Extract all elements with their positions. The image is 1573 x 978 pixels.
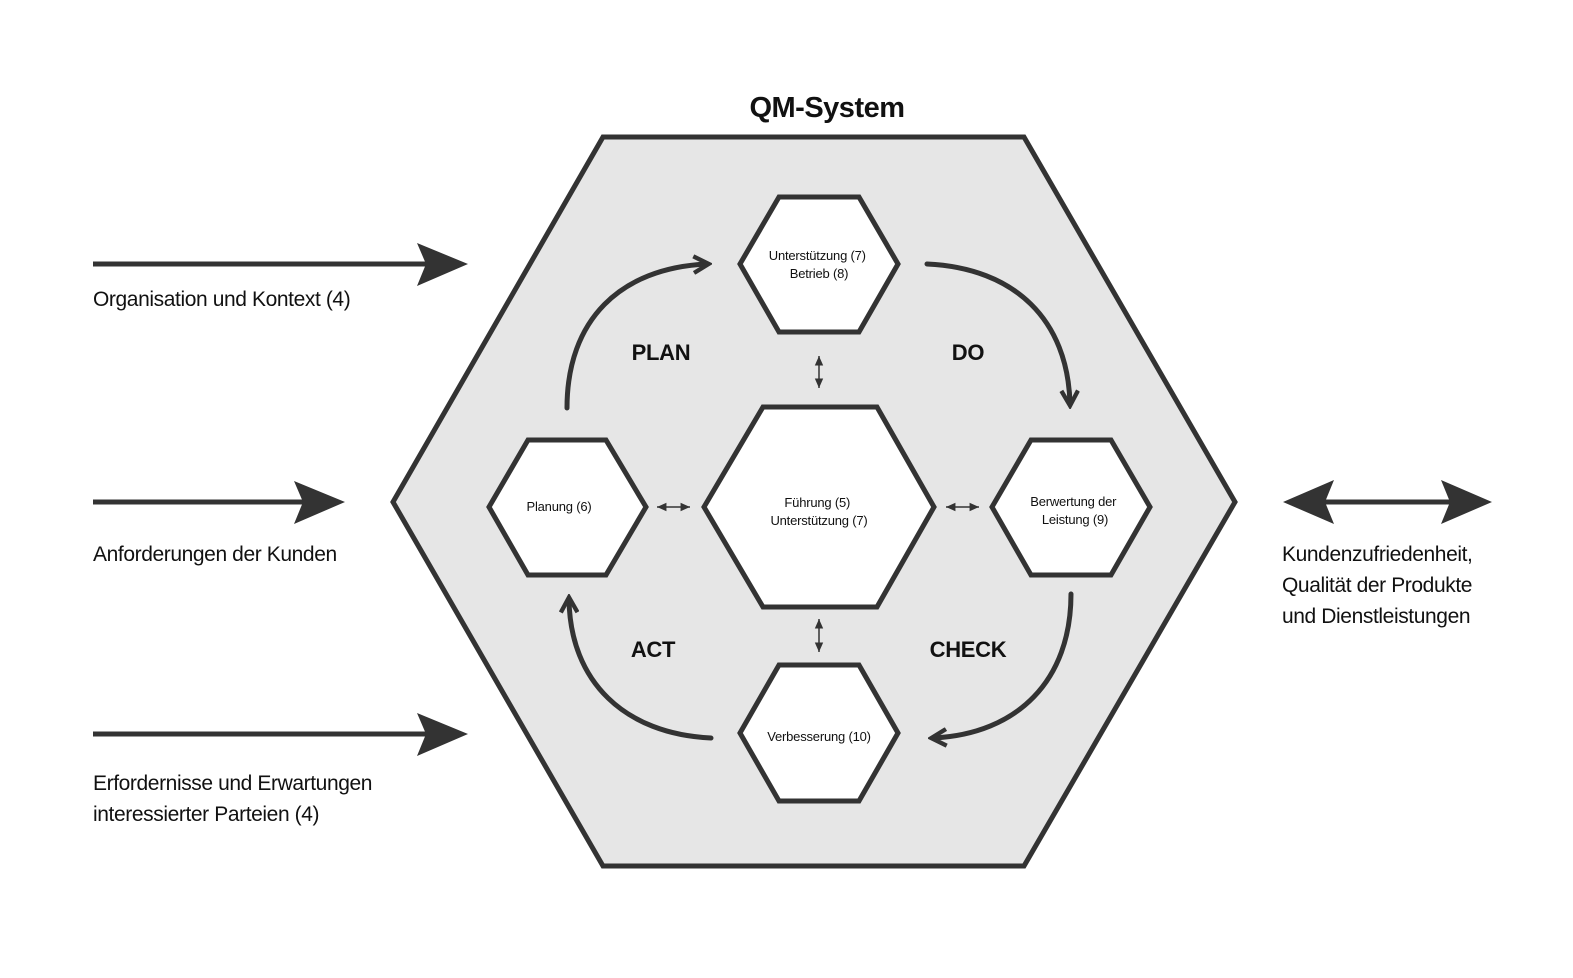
svg-text:Berwertung der Leistung: Berwertung der Leistung (9) [1030, 494, 1120, 527]
svg-text:Planung (6): Planung (6) [526, 499, 591, 514]
input-arrow-customers [93, 481, 345, 524]
diagram-title: QM-System [749, 92, 904, 124]
node-leadership-support: Führung (5) Unterstützung (7) [701, 404, 937, 610]
svg-text:Führung (5) Unterstützun: Führung (5) Unterstützung (7) [770, 495, 867, 528]
phase-label-act: ACT [631, 637, 676, 662]
node-improvement: Verbesserung (10) [737, 662, 901, 804]
svg-text:Verbesserung (10): Verbesserung (10) [767, 729, 871, 744]
svg-text:Unterstützung (7) Betrie: Unterstützung (7) Betrieb (8) [769, 248, 869, 281]
check-cycle-arrow [933, 591, 1074, 738]
act-cycle-arrow [569, 599, 714, 741]
do-cycle-arrow [924, 261, 1070, 404]
phase-label-do: DO [952, 340, 985, 365]
node-performance-evaluation: Berwertung der Leistung (9) [989, 437, 1153, 578]
input-arrow-org [93, 243, 468, 286]
plan-cycle-arrow [564, 264, 707, 411]
input-label-org: Organisation und Kontext (4) [93, 288, 350, 311]
phase-label-plan: PLAN [632, 340, 691, 365]
node-planning: Planung (6) [486, 437, 649, 578]
input-label-parties: Erfordernisse und Erwartungen interessie… [93, 772, 378, 826]
output-label: Kundenzufriedenheit, Qualität der Produk… [1282, 543, 1478, 628]
phase-label-check: CHECK [930, 637, 1007, 662]
node-support-operation: Unterstützung (7) Betrieb (8) [737, 194, 901, 335]
output-arrow-bidirectional [1283, 480, 1492, 524]
input-label-customers: Anforderungen der Kunden [93, 543, 337, 566]
input-arrow-parties [93, 713, 468, 756]
